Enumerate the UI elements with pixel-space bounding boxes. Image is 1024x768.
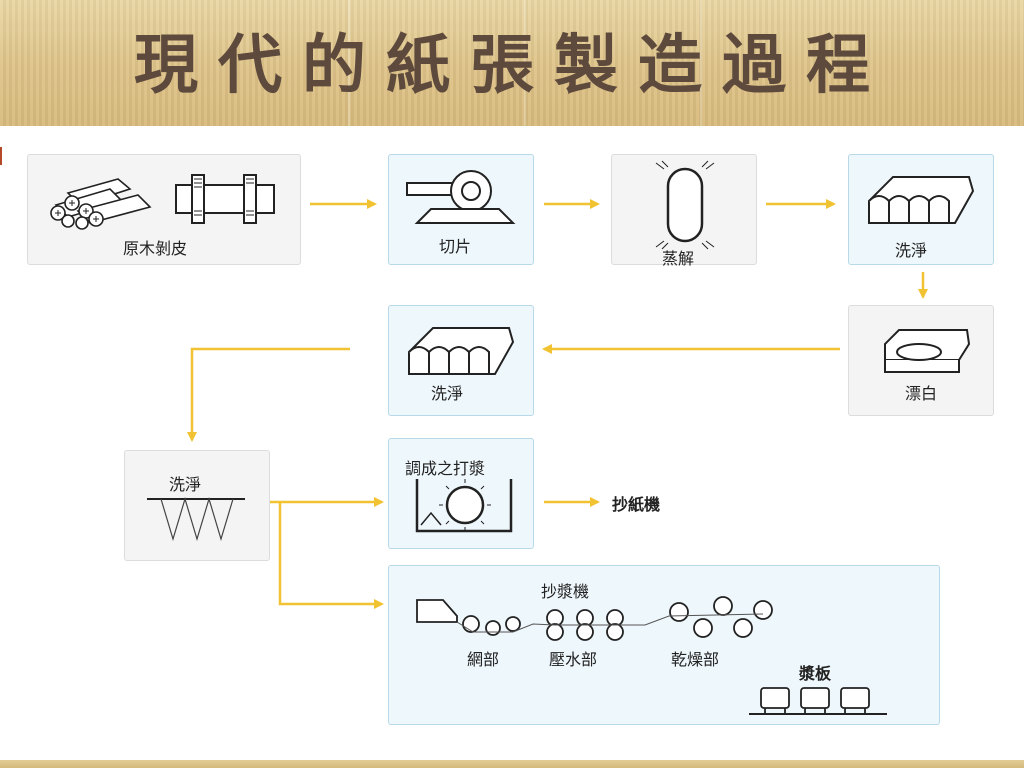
roller-icon <box>416 596 773 641</box>
step-wash3: 洗淨 <box>124 450 270 561</box>
step-label: 調成之打漿 <box>405 459 486 478</box>
arrow-wash3-to-pulp-machine <box>278 502 384 609</box>
step-label: 切片 <box>439 237 472 256</box>
pulp-machine-label: 抄漿機 <box>541 582 590 601</box>
pulp-board-label: 漿板 <box>799 664 832 683</box>
step-label: 蒸解 <box>662 249 695 268</box>
logs-icon <box>50 178 152 230</box>
step-chip: 切片 <box>388 154 534 265</box>
paper-machine-label: 抄紙機 <box>612 495 661 514</box>
step-label: 原木剝皮 <box>123 239 188 258</box>
section-label: 網部 <box>467 650 500 669</box>
washer-icon <box>408 327 515 375</box>
step-cook: 蒸解 <box>611 154 757 268</box>
step-pulp-machine: 抄漿機 網部 壓水部 乾燥部 漿板 <box>388 565 940 725</box>
step-label: 洗淨 <box>169 475 202 494</box>
step-wash2: 洗淨 <box>388 305 534 416</box>
step-wash1: 洗淨 <box>848 154 994 265</box>
step-label: 漂白 <box>905 384 938 403</box>
step-label: 洗淨 <box>431 384 464 403</box>
footer-bar <box>0 760 1024 768</box>
digester-icon <box>655 160 715 250</box>
step-bleach: 漂白 <box>848 305 994 416</box>
section-label: 壓水部 <box>549 650 598 669</box>
edge-mark <box>0 147 2 165</box>
headbox-icon <box>416 599 458 623</box>
step-label: 洗淨 <box>895 241 928 260</box>
step-debark: 原木剝皮 <box>27 154 301 265</box>
banner-seam <box>348 0 350 126</box>
refiner-tank-icon <box>415 479 513 533</box>
debarker-drum-icon <box>175 174 275 224</box>
chipper-icon <box>406 170 516 224</box>
bleach-tank-icon <box>884 329 971 373</box>
banner-seam <box>700 0 702 126</box>
page-title: 現代的紙張製造過程 <box>134 29 890 103</box>
washer-icon <box>868 176 975 224</box>
screen-filter-icon <box>147 496 245 542</box>
arrow-wash2-to-wash3 <box>187 347 350 442</box>
section-label: 乾燥部 <box>671 650 720 669</box>
pulp-bale-icon <box>749 687 887 715</box>
title-banner: 現代的紙張製造過程 <box>0 0 1024 126</box>
step-refine: 調成之打漿 <box>388 438 534 549</box>
banner-seam <box>524 0 526 126</box>
